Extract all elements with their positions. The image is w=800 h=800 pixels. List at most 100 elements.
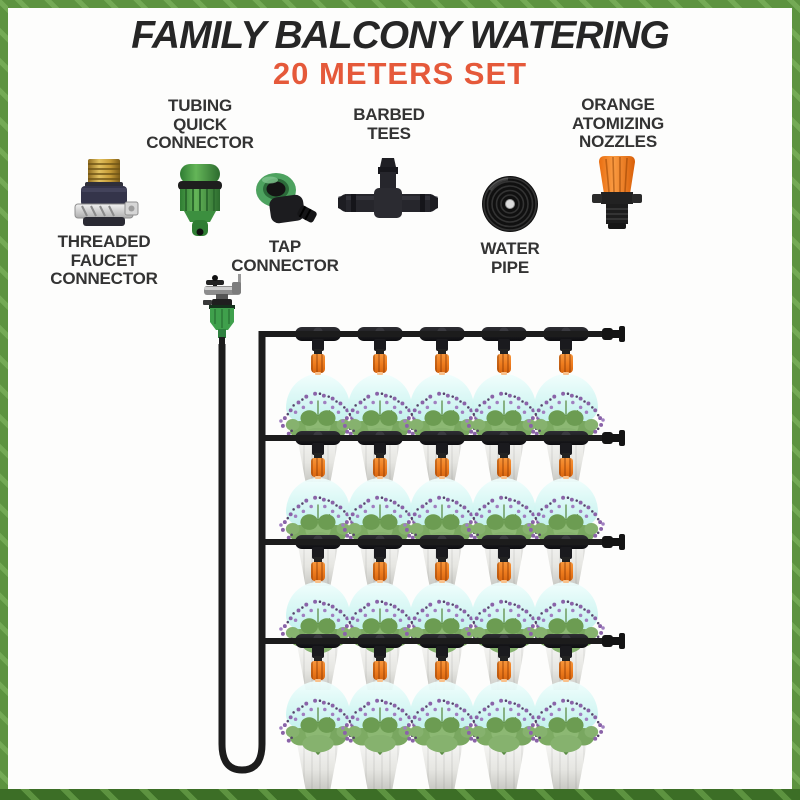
threaded-faucet-connector-icon xyxy=(74,159,139,226)
nozzle-tip xyxy=(315,476,321,479)
nozzle-tip xyxy=(377,476,383,479)
label-orange-atomizing-nozzles: ORANGE ATOMIZING NOZZLES xyxy=(571,95,664,152)
nozzle-collar xyxy=(376,349,384,355)
nozzle-collar xyxy=(438,349,446,355)
atomizing-nozzle-icon xyxy=(497,562,511,581)
nozzle-tip xyxy=(563,679,569,682)
atomizing-nozzle-icon xyxy=(559,354,573,373)
atomizing-nozzle-icon xyxy=(497,354,511,373)
nozzle-collar xyxy=(376,656,384,662)
nozzle-collar xyxy=(314,557,322,563)
tee-stem xyxy=(312,339,324,351)
tee-stem xyxy=(498,443,510,455)
tee-stem xyxy=(436,547,448,559)
nozzle-collar xyxy=(376,453,384,459)
atomizing-nozzle-icon xyxy=(559,661,573,680)
atomizing-nozzle-icon xyxy=(373,562,387,581)
nozzle-tip xyxy=(315,679,321,682)
tee-stem xyxy=(498,646,510,658)
atomizing-nozzle-icon xyxy=(435,661,449,680)
striped-border-top xyxy=(0,0,800,8)
faucet-icon xyxy=(203,274,241,347)
nozzle-collar xyxy=(438,453,446,459)
nozzle-tip xyxy=(377,580,383,583)
nozzle-collar xyxy=(562,656,570,662)
tee-stem xyxy=(436,339,448,351)
tee-stem xyxy=(374,547,386,559)
atomizing-nozzle-icon xyxy=(311,458,325,477)
tee-stem xyxy=(312,547,324,559)
nozzle-tip xyxy=(315,580,321,583)
nozzle-collar xyxy=(500,656,508,662)
atomizing-nozzle-icon xyxy=(435,458,449,477)
tubing-quick-connector-icon xyxy=(178,164,222,236)
tee-stem xyxy=(560,443,572,455)
page-title: FAMILY BALCONY WATERING xyxy=(131,14,669,57)
atomizing-nozzle-icon xyxy=(497,661,511,680)
sprinkler-unit xyxy=(341,634,419,791)
nozzle-tip xyxy=(501,476,507,479)
nozzle-tip xyxy=(315,372,321,375)
atomizing-nozzle-icon xyxy=(435,562,449,581)
nozzle-collar xyxy=(376,557,384,563)
sprinkler-unit xyxy=(279,634,357,791)
orange-atomizing-nozzles-icon xyxy=(592,156,642,229)
nozzle-tip xyxy=(563,476,569,479)
nozzle-collar xyxy=(562,349,570,355)
sprinkler-unit xyxy=(403,431,481,588)
tee-stem xyxy=(374,646,386,658)
nozzle-collar xyxy=(500,349,508,355)
page-subtitle: 20 METERS SET xyxy=(272,56,528,91)
atomizing-nozzle-icon xyxy=(373,661,387,680)
atomizing-nozzle-icon xyxy=(497,458,511,477)
sprinkler-unit xyxy=(341,431,419,588)
nozzle-tip xyxy=(501,580,507,583)
tee-stem xyxy=(312,646,324,658)
nozzle-tip xyxy=(377,679,383,682)
atomizing-nozzle-icon xyxy=(373,458,387,477)
tee-stem xyxy=(498,339,510,351)
label-tap-connector: TAP CONNECTOR xyxy=(231,237,339,275)
tee-stem xyxy=(436,443,448,455)
nozzle-tip xyxy=(439,580,445,583)
nozzle-tip xyxy=(563,372,569,375)
barbed-tees-icon xyxy=(338,158,438,218)
sprinkler-unit xyxy=(403,634,481,791)
nozzle-tip xyxy=(501,372,507,375)
atomizing-nozzle-icon xyxy=(311,562,325,581)
tap-connector-icon xyxy=(256,173,317,224)
tee-stem xyxy=(560,646,572,658)
nozzle-collar xyxy=(562,557,570,563)
nozzle-collar xyxy=(314,656,322,662)
tee-stem xyxy=(498,547,510,559)
nozzle-collar xyxy=(500,557,508,563)
sprinkler-unit xyxy=(527,634,605,791)
sprinkler-unit xyxy=(465,634,543,791)
nozzle-tip xyxy=(377,372,383,375)
tee-stem xyxy=(560,547,572,559)
label-tubing-quick-connector: TUBING QUICK CONNECTOR xyxy=(146,96,254,153)
atomizing-nozzle-icon xyxy=(373,354,387,373)
water-pipe-icon xyxy=(482,176,538,232)
nozzle-tip xyxy=(439,679,445,682)
tee-stem xyxy=(312,443,324,455)
nozzle-tip xyxy=(501,679,507,682)
tee-stem xyxy=(436,646,448,658)
sprinkler-unit xyxy=(465,535,543,692)
nozzle-collar xyxy=(438,557,446,563)
nozzle-collar xyxy=(314,349,322,355)
nozzle-collar xyxy=(562,453,570,459)
nozzle-collar xyxy=(438,656,446,662)
label-barbed-tees: BARBED TEES xyxy=(353,105,425,143)
atomizing-nozzle-icon xyxy=(435,354,449,373)
striped-border-left xyxy=(0,0,8,800)
tee-stem xyxy=(374,339,386,351)
label-water-pipe: WATER PIPE xyxy=(480,239,540,277)
label-threaded-faucet-connector: THREADED FAUCET CONNECTOR xyxy=(50,232,158,289)
nozzle-tip xyxy=(439,372,445,375)
atomizing-nozzle-icon xyxy=(559,562,573,581)
tee-stem xyxy=(374,443,386,455)
nozzle-collar xyxy=(314,453,322,459)
nozzle-tip xyxy=(563,580,569,583)
